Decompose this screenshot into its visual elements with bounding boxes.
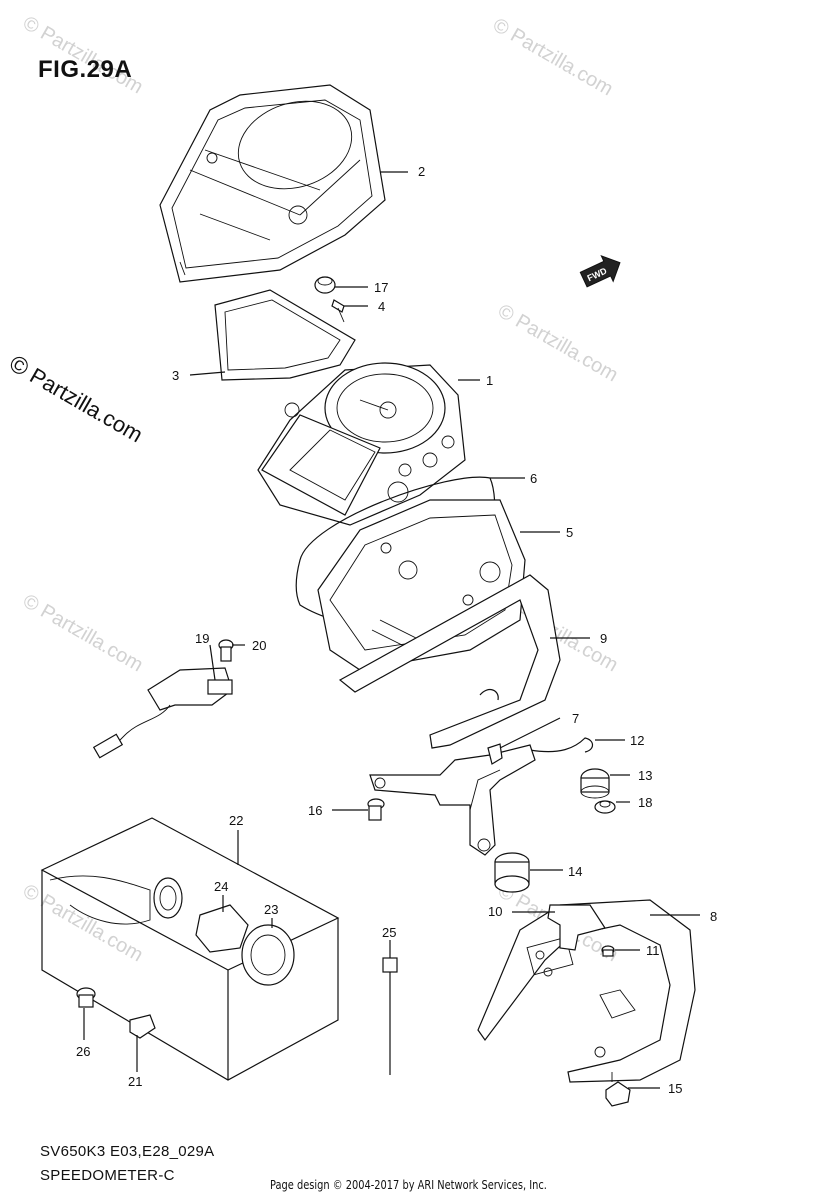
- callout-3: 3: [172, 368, 179, 383]
- leader-lines: [83, 171, 700, 1089]
- part-19-sensor: [92, 667, 233, 759]
- callout-19: 19: [195, 631, 209, 646]
- callout-23: 23: [264, 902, 278, 917]
- part-12-clip: [529, 737, 594, 753]
- callout-16: 16: [308, 803, 322, 818]
- part-10-plate: [547, 904, 606, 951]
- callout-26: 26: [76, 1044, 90, 1059]
- callout-11: 11: [646, 943, 660, 958]
- callout-18: 18: [638, 795, 652, 810]
- callout-4: 4: [378, 299, 385, 314]
- part-25-cable-tie: [382, 957, 398, 1075]
- callout-8: 8: [710, 909, 717, 924]
- part-20-bolt: [218, 639, 234, 662]
- part-2-meter-cover: [159, 84, 386, 283]
- part-26-bolt: [76, 987, 96, 1008]
- callout-13: 13: [638, 768, 652, 783]
- callout-22: 22: [229, 813, 243, 828]
- callout-5: 5: [566, 525, 573, 540]
- callout-14: 14: [568, 864, 582, 879]
- part-22-kit-box: [40, 817, 340, 1081]
- callout-9: 9: [600, 631, 607, 646]
- callout-labels: 1 2 3 4 5 6 7 8 9 10 11 12 13 14 15 16 1…: [76, 164, 717, 1096]
- part-8-lower-cover: [477, 899, 696, 1083]
- callout-21: 21: [128, 1074, 142, 1089]
- callout-25: 25: [382, 925, 396, 940]
- callout-17: 17: [374, 280, 388, 295]
- part-21-clip: [129, 1014, 156, 1039]
- page-credit: Page design © 2004-2017 by ARI Network S…: [270, 1178, 547, 1192]
- part-3-lens: [214, 289, 356, 381]
- callout-15: 15: [668, 1081, 682, 1096]
- part-11-screw: [601, 945, 615, 957]
- callout-6: 6: [530, 471, 537, 486]
- part-9-clip: [479, 688, 499, 701]
- assembly-name: SPEEDOMETER-C: [40, 1167, 175, 1184]
- callout-2: 2: [418, 164, 425, 179]
- part-14-grommet: [494, 852, 530, 893]
- part-24-socket: [195, 904, 249, 953]
- forward-arrow-icon: FWD: [579, 255, 621, 288]
- part-18-collar: [594, 800, 616, 814]
- callout-1: 1: [486, 373, 493, 388]
- part-23-ring: [241, 924, 295, 986]
- part-4-screw: [331, 299, 345, 323]
- figure-title: FIG.29A: [38, 56, 133, 83]
- callout-10: 10: [488, 904, 502, 919]
- callout-24: 24: [214, 879, 228, 894]
- bracket: [369, 744, 536, 856]
- callout-7: 7: [572, 711, 579, 726]
- part-1-meter-assembly: [257, 362, 466, 526]
- callout-12: 12: [630, 733, 644, 748]
- part-16-bolt: [367, 798, 385, 821]
- part-13-grommet: [580, 768, 610, 799]
- model-code: SV650K3 E03,E28_029A: [40, 1143, 215, 1160]
- part-17-grommet: [314, 276, 336, 294]
- callout-20: 20: [252, 638, 266, 653]
- part-15-nut: [605, 1072, 631, 1107]
- part-7-bolt: [487, 743, 503, 765]
- part-9-seal: [338, 574, 561, 749]
